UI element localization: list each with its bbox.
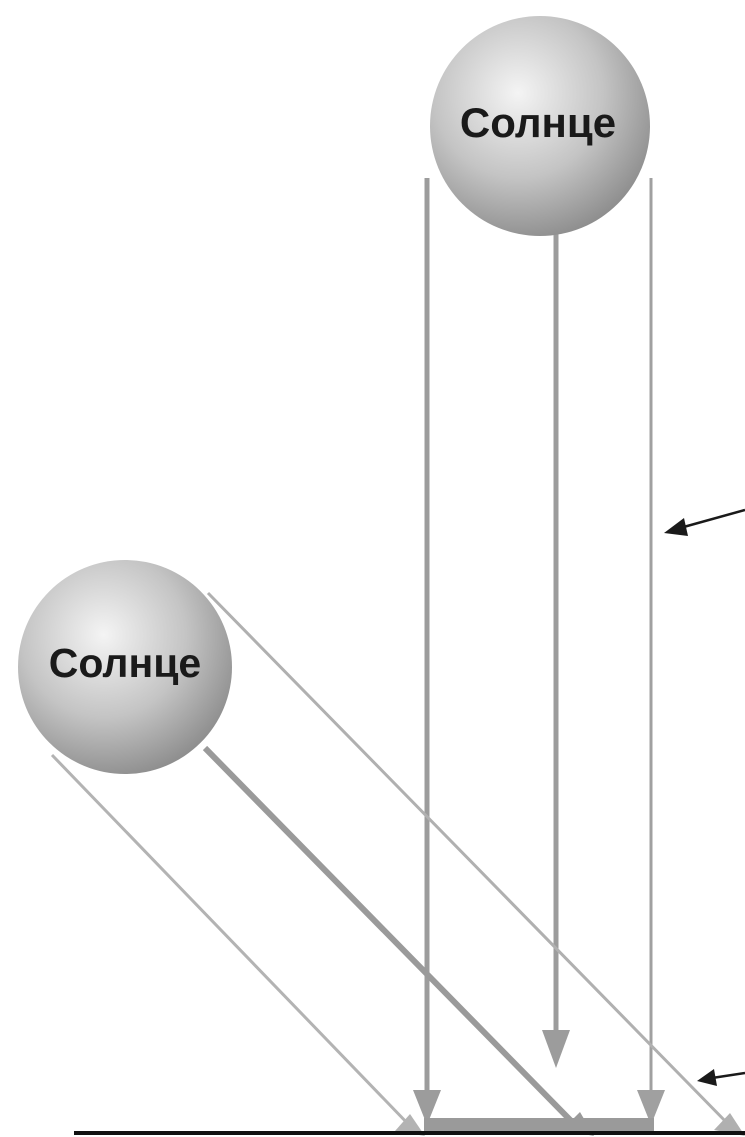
- vertical-rays: [413, 178, 665, 1125]
- oblique-ray-lower-arrowhead: [395, 1114, 425, 1136]
- pointer-arrows: [664, 508, 745, 1086]
- oblique-ray-middle-arrowhead: [562, 1112, 594, 1136]
- oblique-ray-upper-arrowhead: [714, 1113, 745, 1136]
- oblique-ray-upper: [206, 591, 734, 1130]
- oblique-rays: [50, 591, 745, 1136]
- oblique-ray-lower: [50, 753, 414, 1130]
- pointer-arrow-ray-head: [664, 518, 688, 536]
- sun-high-disc: [430, 16, 650, 236]
- vertical-illumination-band: [424, 1118, 654, 1132]
- oblique-ray-middle: [202, 745, 585, 1135]
- sun-low-label: Солнце: [49, 640, 201, 686]
- pointer-arrow-band: [711, 1071, 745, 1080]
- pointer-arrow-band-head: [697, 1069, 717, 1086]
- vertical-ray-left-arrowhead: [413, 1090, 441, 1125]
- pointer-arrow-ray: [679, 508, 745, 530]
- vertical-ray-center-arrowhead: [542, 1030, 570, 1068]
- sun-low-disc: [18, 560, 232, 774]
- sun-high-label: Солнце: [460, 99, 616, 146]
- sun-low: Солнце: [18, 560, 232, 774]
- sun-high: Солнце: [430, 16, 650, 236]
- vertical-ray-right-arrowhead: [637, 1090, 665, 1125]
